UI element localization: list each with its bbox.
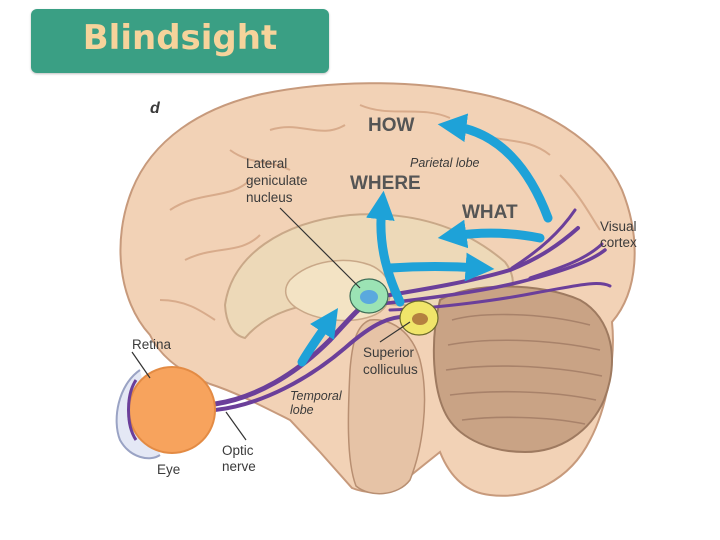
visual-cortex-label-line-1: Visual [600,219,637,234]
lgn-label-line-1: Lateral [246,156,287,171]
cerebellum [432,285,613,454]
where-stream-arrow [366,190,405,307]
retina-label: Retina [132,337,172,352]
superior-colliculus-marker [399,300,439,336]
parietal-lobe-label: Parietal lobe [410,156,480,170]
how-label: HOW [368,115,415,136]
optic-nerve-label-line-2: nerve [222,459,256,474]
what-stream-arrow [437,219,545,249]
temporal-lobe-label-line-1: Temporal [290,389,343,403]
temporal-lobe-label-line-2: lobe [290,403,314,417]
panel-letter: d [150,100,161,117]
brainstem [347,319,426,495]
processing-stream-arrows [297,113,553,367]
lgn-to-cortex-arrow [385,252,495,282]
optic-nerve-label-line-1: Optic [222,443,254,458]
superior-colliculus-label-line-1: Superior [363,345,415,360]
how-stream-arrow [437,113,553,223]
slide-title: Blindsight [82,18,278,58]
superior-colliculus-label-line-2: colliculus [363,362,418,377]
label-leader-lines [131,207,411,441]
eye-illustration [115,366,216,460]
visual-cortex-label-line-2: cortex [600,235,637,250]
temporal-stream-arrow [297,308,338,367]
where-label: WHERE [350,173,421,194]
what-label: WHAT [462,202,518,223]
lgn-label-line-2: geniculate [246,173,308,188]
title-banner: Blindsight [31,9,329,73]
lgn-label-line-3: nucleus [246,190,293,205]
eye-label: Eye [157,462,180,477]
